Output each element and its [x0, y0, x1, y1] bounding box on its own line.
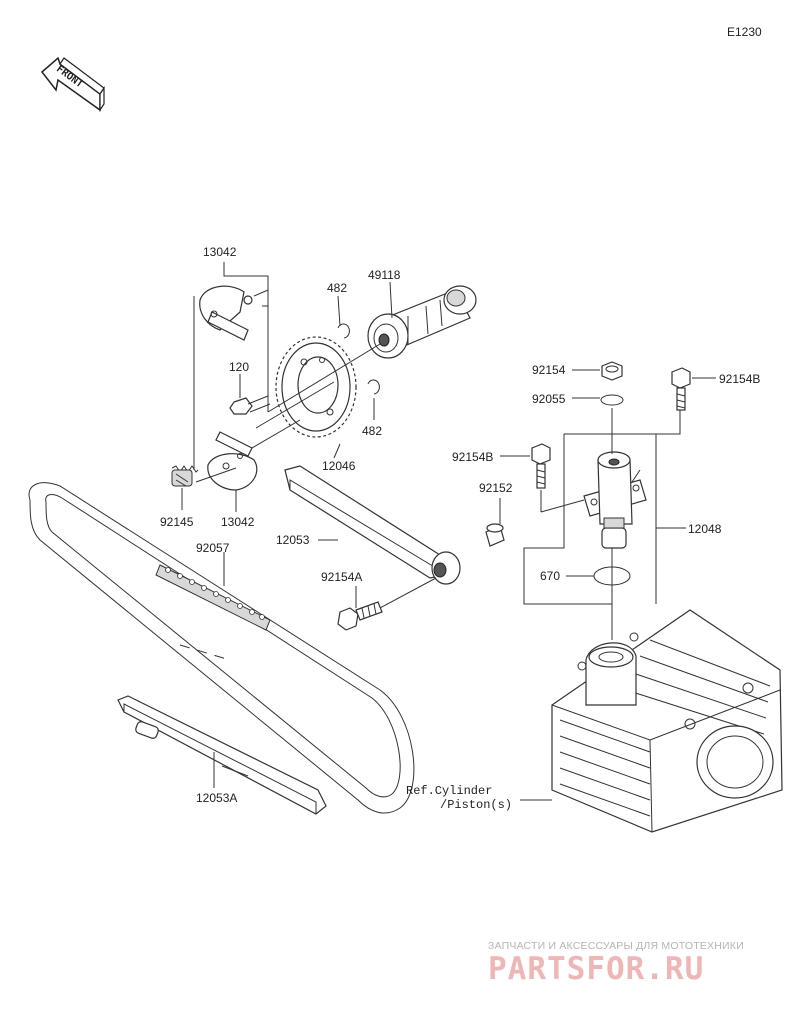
label-482-top: 482 — [327, 281, 347, 295]
label-ref-piston: /Piston(s) — [440, 798, 512, 812]
label-13042-top: 13042 — [203, 245, 237, 259]
label-92055: 92055 — [532, 392, 566, 406]
label-92154A: 92154A — [321, 570, 362, 584]
chain-guide-12053A — [117, 695, 327, 815]
bolt-92154B-left — [531, 443, 551, 489]
label-12053: 12053 — [276, 533, 310, 547]
bolt-120 — [229, 395, 271, 415]
label-670: 670 — [540, 569, 560, 583]
label-ref-cylinder: Ref.Cylinder — [406, 784, 492, 798]
o-ring-92055 — [600, 394, 624, 406]
label-12048: 12048 — [688, 522, 722, 536]
label-92154: 92154 — [532, 363, 566, 377]
label-92154B-left: 92154B — [452, 450, 493, 464]
part-labels: 13042 482 49118 120 482 12046 92145 1304… — [160, 245, 760, 812]
label-92154B-right: 92154B — [719, 372, 760, 386]
diagram-code: E1230 — [727, 25, 762, 39]
spring-92145 — [171, 465, 199, 487]
watermark-logo: PARTSFOR.RU — [488, 951, 705, 987]
circlip-482-bottom — [367, 379, 380, 395]
cam-sprocket-12046 — [275, 336, 357, 438]
front-arrow-icon: FRONT — [40, 56, 105, 112]
decomp-plate-13042-bottom — [207, 431, 258, 491]
circlip-482-top — [337, 323, 350, 339]
decomp-plate-13042-top — [199, 285, 253, 341]
nut-92154 — [601, 361, 623, 381]
label-92145: 92145 — [160, 515, 194, 529]
cylinder-block — [551, 609, 783, 833]
bolt-92154A — [337, 601, 383, 631]
timing-chain-loop — [28, 482, 415, 814]
label-92057: 92057 — [196, 541, 230, 555]
label-13042-bottom: 13042 — [221, 515, 255, 529]
camshaft-49118 — [367, 285, 477, 359]
label-92152: 92152 — [479, 481, 513, 495]
tensioner-guide-12053 — [284, 465, 461, 585]
watermark-subtitle: ЗАПЧАСТИ И АКСЕССУАРЫ ДЛЯ МОТОТЕХНИКИ — [488, 940, 744, 952]
tensioner-assembly-12048 — [583, 451, 647, 549]
label-12046: 12046 — [322, 459, 356, 473]
bolt-92154B-right — [671, 367, 691, 411]
leader-lines — [181, 262, 716, 801]
label-12053A: 12053A — [196, 791, 237, 805]
label-482-bottom: 482 — [362, 424, 382, 438]
pin-92152 — [485, 523, 505, 547]
label-120: 120 — [229, 360, 249, 374]
chain-segment-92057 — [155, 564, 271, 631]
label-49118: 49118 — [368, 268, 401, 282]
